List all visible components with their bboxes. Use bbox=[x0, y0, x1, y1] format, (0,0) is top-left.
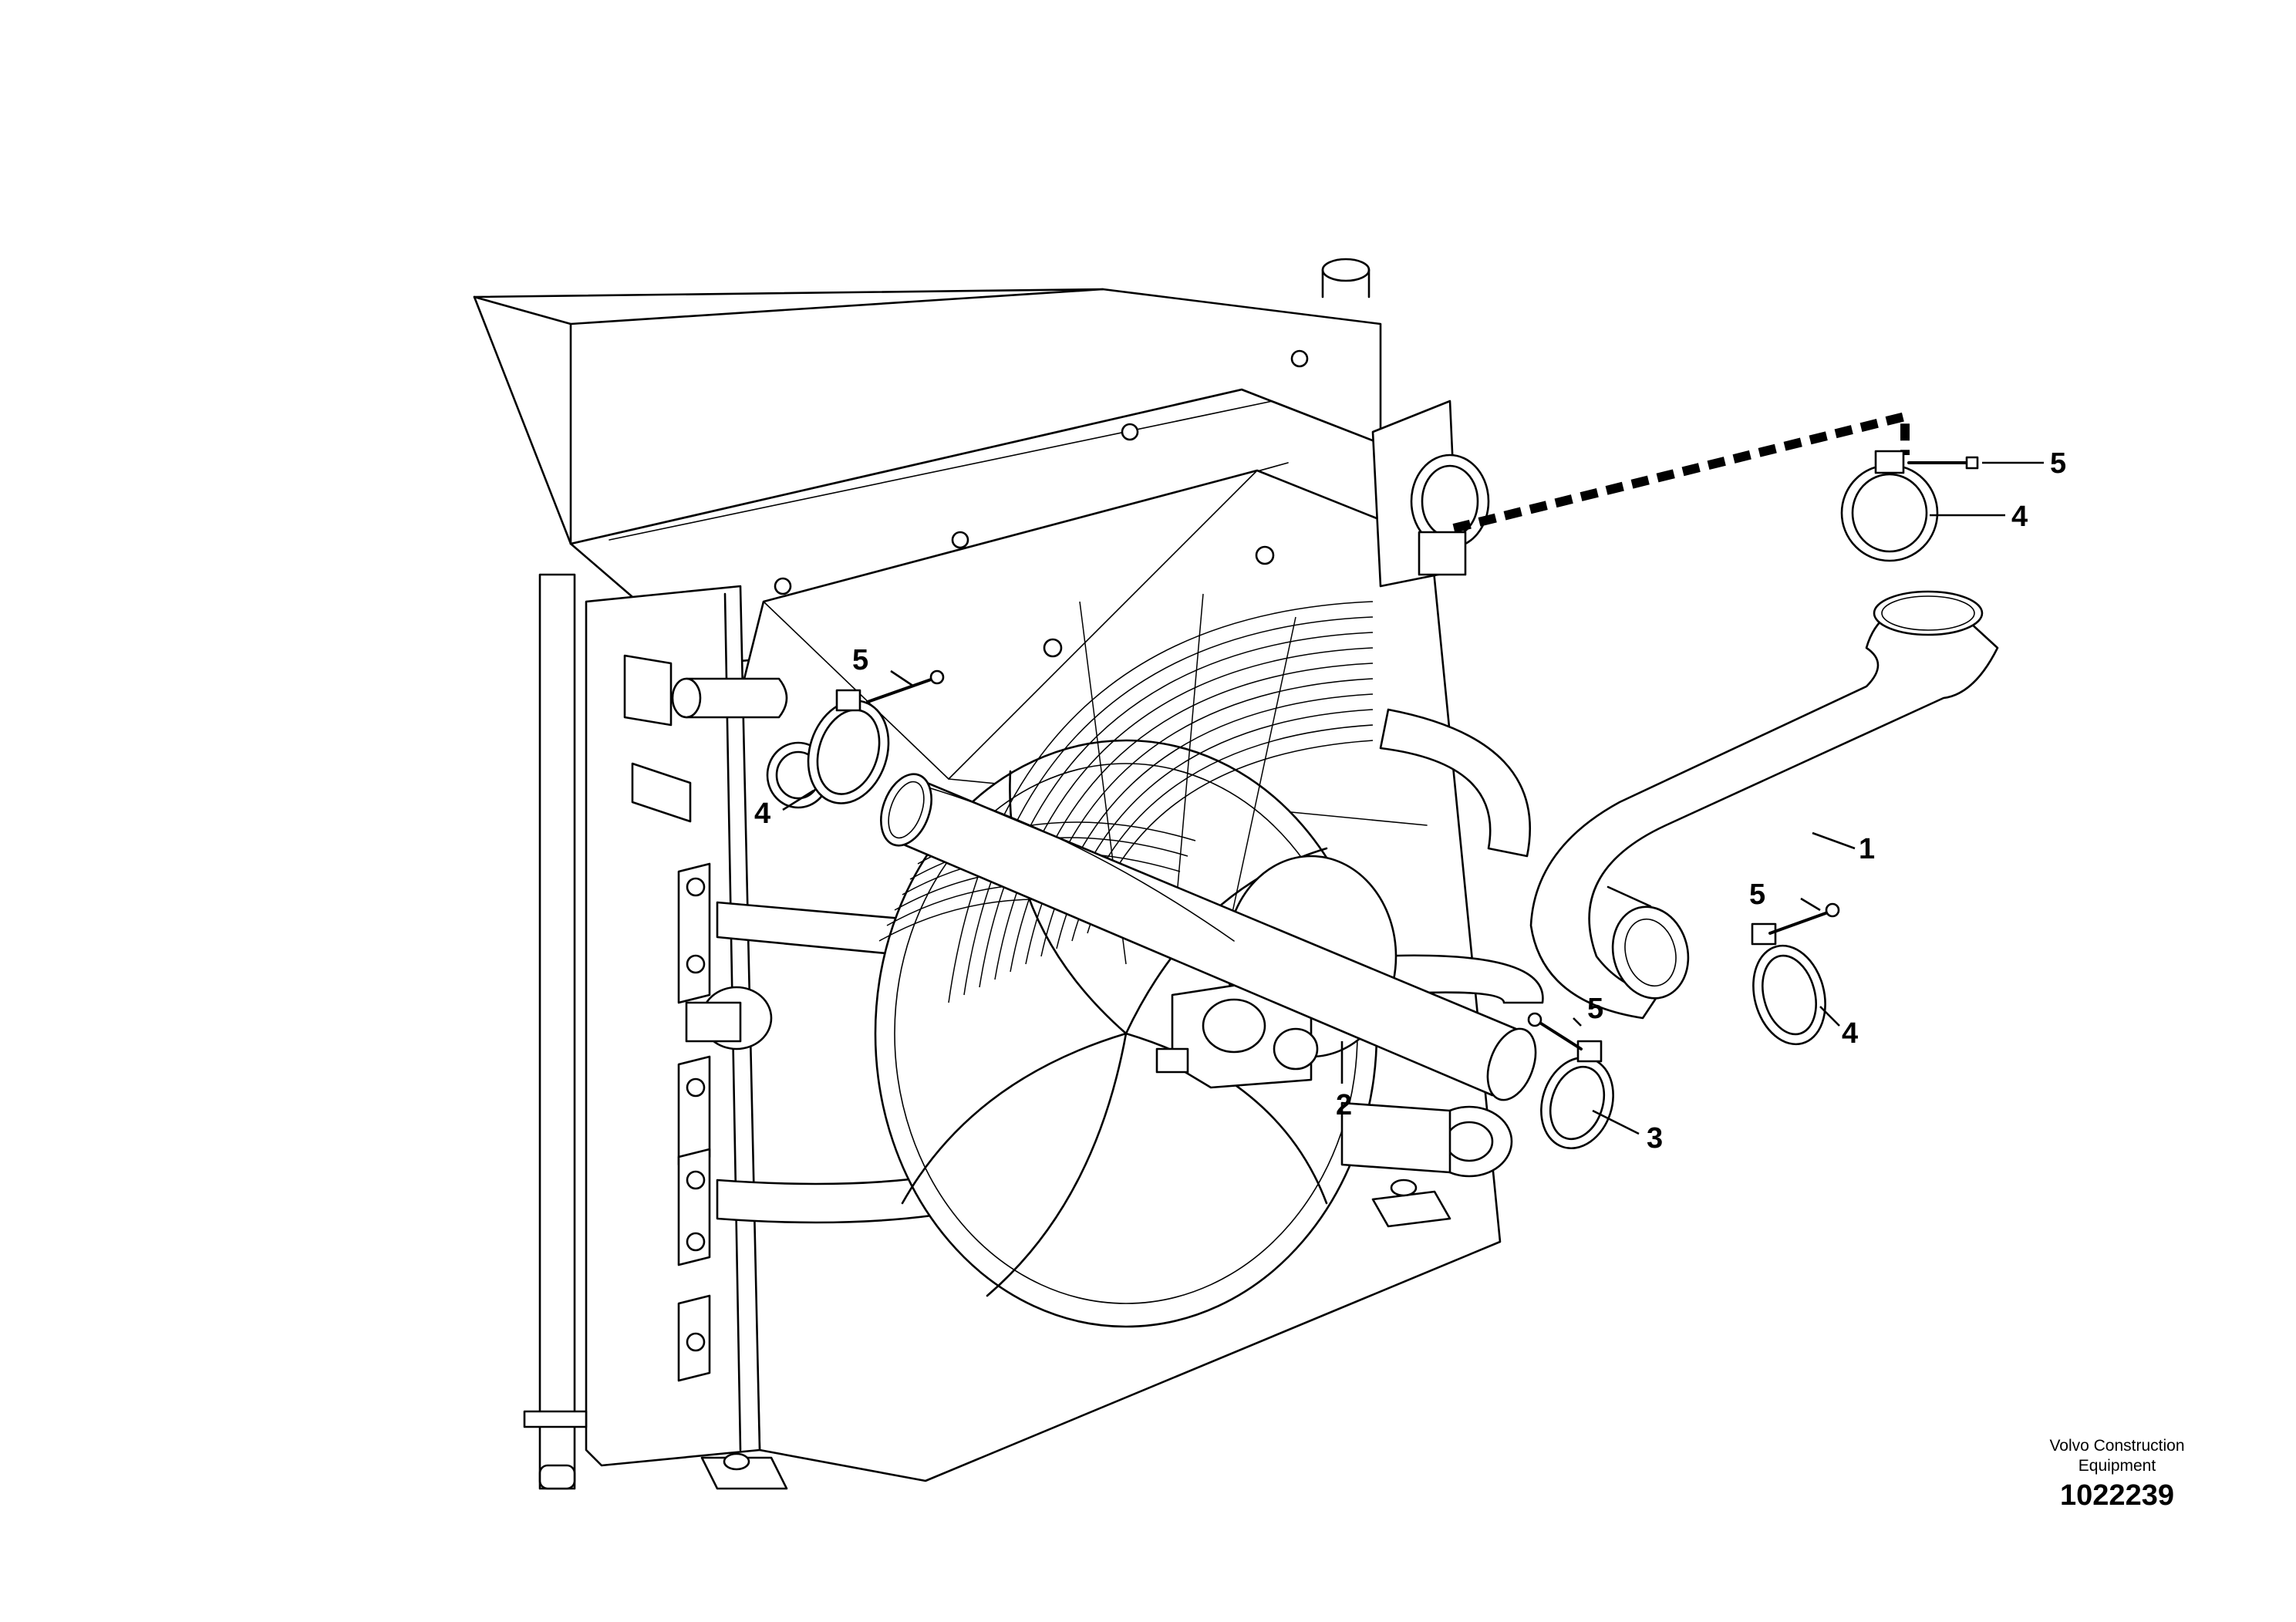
callout-labels: 1 2 3 4 4 4 5 5 5 5 bbox=[754, 447, 2066, 1155]
callout-4-top-right: 4 bbox=[2011, 501, 2028, 533]
callout-1: 1 bbox=[1859, 833, 1875, 865]
manufacturer-line-2: Equipment bbox=[2078, 1457, 2156, 1475]
clamp-right bbox=[1751, 922, 1826, 1046]
callout-4-left: 4 bbox=[754, 798, 770, 830]
clamp-top-right bbox=[1840, 450, 1939, 562]
hose-part-1 bbox=[1529, 590, 1999, 1020]
callout-5-right: 5 bbox=[1749, 878, 1765, 911]
drawing-number: 1022239 bbox=[2060, 1479, 2174, 1512]
screw-lower bbox=[1527, 1012, 1583, 1050]
callout-5-left: 5 bbox=[852, 644, 868, 676]
screw-top-right bbox=[1907, 456, 1979, 470]
tube-part-2 bbox=[880, 773, 1537, 1101]
screw-left bbox=[866, 669, 945, 703]
callout-3: 3 bbox=[1647, 1122, 1663, 1155]
callout-2: 2 bbox=[1336, 1089, 1352, 1121]
screw-right bbox=[1768, 902, 1840, 935]
callout-5-top-right: 5 bbox=[2050, 447, 2066, 480]
manufacturer-line-1: Volvo Construction bbox=[2049, 1437, 2185, 1455]
callout-5-lower: 5 bbox=[1587, 993, 1603, 1025]
leader-lines bbox=[782, 461, 2044, 1135]
manufacturer-label: Volvo Construction Equipment bbox=[2021, 1436, 2213, 1476]
clamp-part-3 bbox=[1540, 1040, 1614, 1150]
clamp-left bbox=[807, 689, 890, 804]
assembly-path-dashed-line bbox=[1452, 410, 1910, 533]
callout-4-right: 4 bbox=[1842, 1017, 1858, 1050]
